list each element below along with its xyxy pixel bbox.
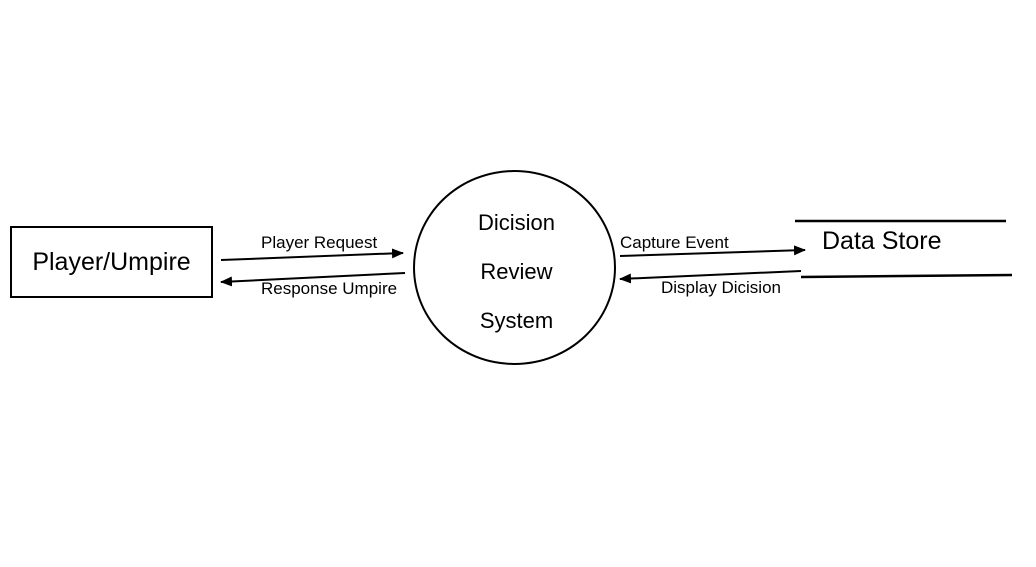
process-label-line-3: System	[479, 308, 554, 333]
external-entity-box: Player/Umpire	[10, 226, 213, 298]
data-store-label: Data Store	[822, 227, 942, 255]
display-decision-label: Display Dicision	[661, 278, 781, 297]
capture-event-arrow	[619, 245, 806, 257]
response-umpire-arrow	[220, 272, 406, 287]
process-label-line-1: Dicision	[477, 210, 556, 235]
external-entity-label: Player/Umpire	[32, 247, 191, 276]
response-umpire-label: Response Umpire	[261, 279, 398, 298]
data-store-bottom-line	[800, 273, 1013, 279]
process-label-line-2: Review	[480, 259, 553, 284]
process-circle: Dicision Review System	[413, 170, 616, 365]
player-request-arrow	[220, 248, 404, 261]
capture-event-label: Capture Event	[620, 233, 729, 252]
display-decision-arrow	[619, 270, 802, 284]
player-request-label: Player Request	[261, 233, 378, 252]
